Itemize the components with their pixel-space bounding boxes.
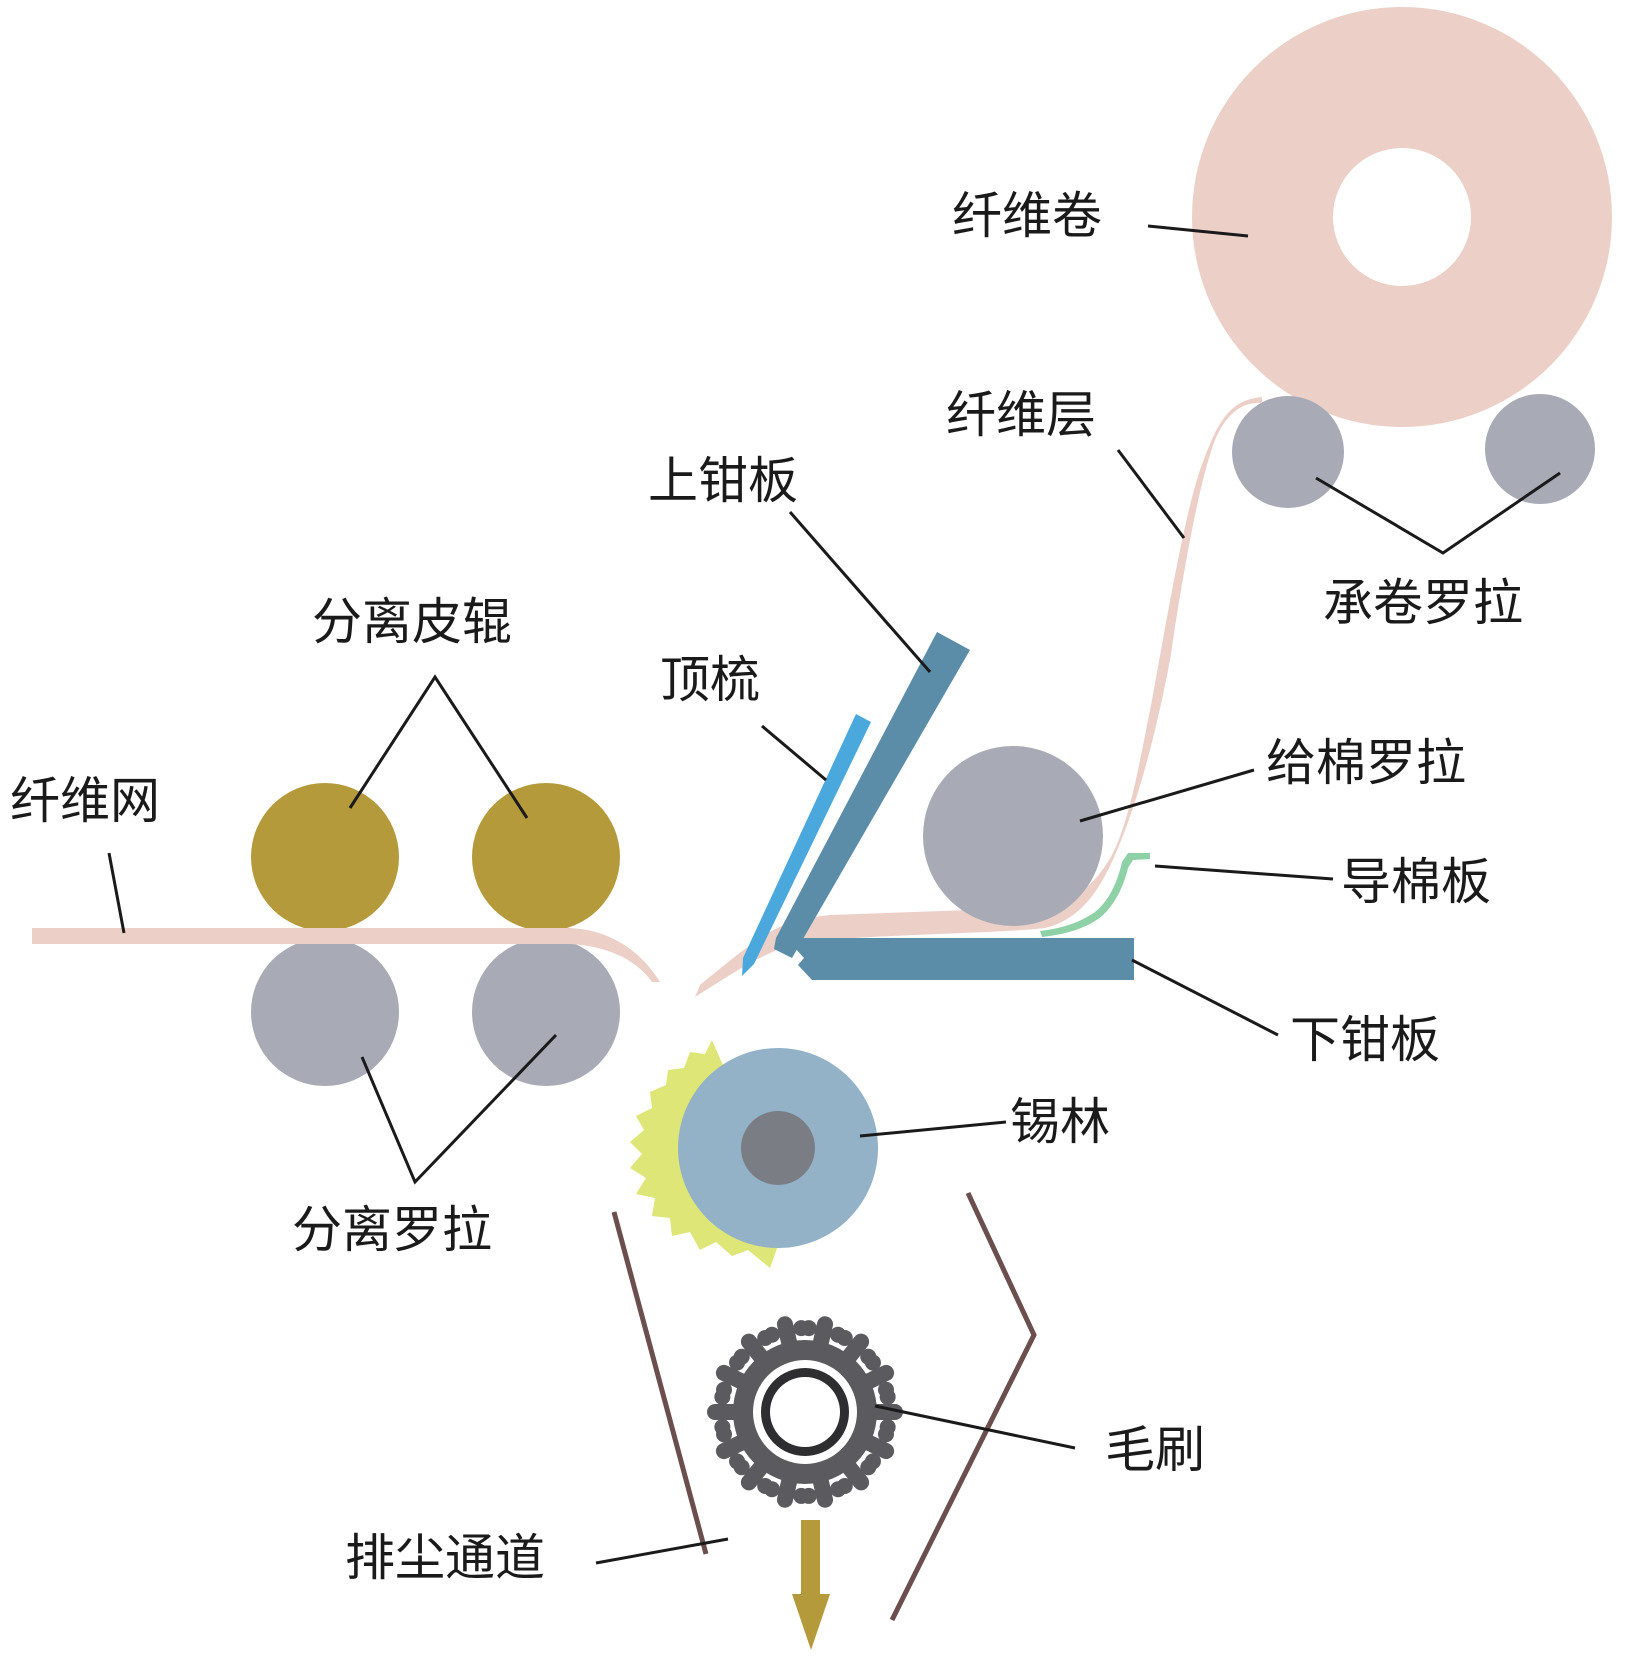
bottom-nipper (795, 938, 1134, 980)
label-lap-rollers: 承卷罗拉 (1323, 574, 1523, 632)
label-brush: 毛刷 (1105, 1421, 1205, 1479)
exhaust-arrow-icon (792, 1520, 830, 1650)
label-separating-rollers: 分离罗拉 (292, 1201, 492, 1259)
cylinder-hub (741, 1111, 815, 1185)
brush (707, 1316, 903, 1508)
feed-roller (923, 746, 1103, 926)
top-nipper (774, 632, 970, 958)
label-top-comb: 顶梳 (660, 651, 760, 709)
label-fiber-lap: 纤维卷 (952, 187, 1102, 245)
label-guide-plate: 导棉板 (1341, 853, 1491, 911)
label-fiber-layer: 纤维层 (946, 386, 1096, 444)
label-feed-roller: 给棉罗拉 (1266, 734, 1466, 792)
dust-channel-wall-left (611, 1211, 709, 1555)
lap-roller-right (1485, 394, 1595, 504)
label-fiber-web: 纤维网 (10, 772, 160, 830)
label-top-nipper: 上钳板 (648, 452, 798, 510)
label-cylinder: 锡林 (1010, 1093, 1110, 1151)
label-bottom-nipper: 下钳板 (1290, 1011, 1440, 1069)
guide-plate (1040, 853, 1150, 937)
fiber-layer (695, 397, 1262, 997)
label-separating-top-rollers: 分离皮辊 (312, 593, 512, 651)
separating-top-roller-left (251, 783, 399, 931)
dust-channel-wall-right (889, 1191, 1037, 1622)
separating-top-roller-right (472, 783, 620, 931)
fiber-lap-core (1333, 148, 1471, 286)
label-dust-channel: 排尘通道 (345, 1529, 545, 1587)
fiber-web (32, 928, 660, 982)
lap-roller-left (1232, 396, 1344, 508)
separating-roller-left (251, 938, 399, 1086)
top-comb (742, 714, 871, 976)
leader-lines (107, 224, 1561, 1565)
separating-roller-right (472, 938, 620, 1086)
